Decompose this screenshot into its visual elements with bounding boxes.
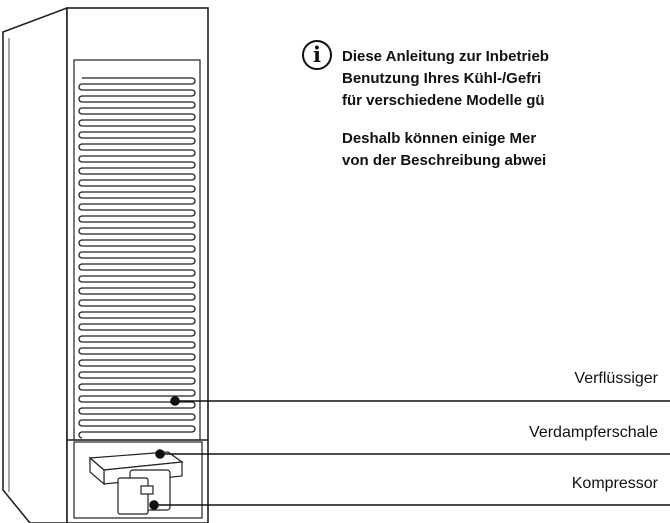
label-compressor: Kompressor xyxy=(571,475,658,492)
fridge-cabinet xyxy=(2,6,209,523)
condenser-coil-tube xyxy=(78,77,196,439)
label-evaporator-tray: Verdampferschale xyxy=(529,424,658,441)
note-line: von der Beschreibung abwei xyxy=(342,152,547,169)
info-icon: i xyxy=(302,40,332,70)
note-line: für verschiedene Modelle gü xyxy=(342,92,545,109)
note-line: Benutzung Ihres Kühl-/Gefri xyxy=(342,70,542,87)
label-condenser: Verflüssiger xyxy=(574,370,658,387)
note-paragraph-2: Deshalb können einige Mer von der Beschr… xyxy=(342,128,670,172)
note-line: Deshalb können einige Mer xyxy=(342,130,537,147)
instruction-note: Diese Anleitung zur Inbetrieb Benutzung … xyxy=(342,46,670,172)
condenser-coil xyxy=(78,77,196,439)
note-line: Diese Anleitung zur Inbetrieb xyxy=(342,48,549,65)
leader-lines xyxy=(149,396,670,510)
note-paragraph-1: Diese Anleitung zur Inbetrieb Benutzung … xyxy=(342,46,670,112)
